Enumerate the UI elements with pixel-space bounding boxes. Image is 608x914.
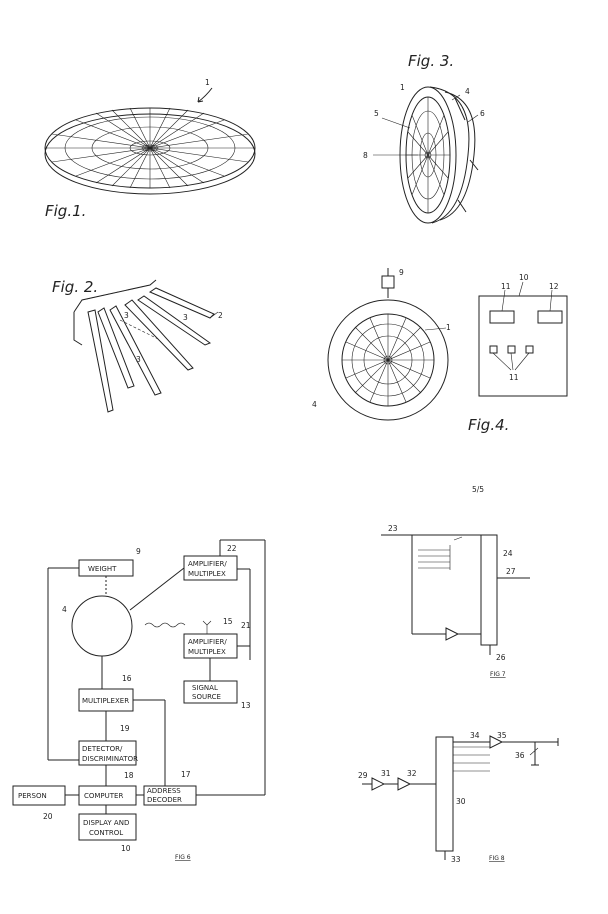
fig7-drawing: [381, 534, 530, 655]
fig6-ref-21: 21: [241, 621, 251, 630]
fig2-ref-3a: 3: [124, 311, 129, 320]
fig4-ref-11b: 11: [509, 373, 519, 382]
fig2-drawing: [73, 279, 219, 413]
fig6-ref-17: 17: [181, 770, 191, 779]
fig6-display-line2: CONTROL: [89, 829, 123, 837]
fig6-ref-16: 16: [122, 674, 132, 683]
fig6-signal-line2: SOURCE: [192, 693, 221, 701]
fig3-ref-8: 8: [363, 151, 368, 160]
fig8-ref-36: 36: [515, 751, 525, 760]
fig6-weight-block: WEIGHT: [88, 565, 117, 573]
fig3-ref-6: 6: [480, 109, 485, 118]
fig3-drawing: [373, 86, 479, 224]
fig6-ref-18: 18: [124, 771, 134, 780]
fig4-ref-11: 11: [501, 282, 511, 291]
fig4-ref-9: 9: [399, 268, 404, 277]
fig1-caption: Fig.1.: [45, 202, 86, 220]
fig6-address-line1: ADDRESS: [147, 787, 181, 795]
fig6-detector-line1: DETECTOR/: [82, 745, 123, 753]
fig4-ref-10: 10: [519, 273, 529, 282]
fig8-drawing: [362, 735, 559, 860]
fig4-ref-1: 1: [446, 323, 451, 332]
fig6-ref-20: 20: [43, 812, 53, 821]
fig6-caption: FIG 6: [175, 854, 191, 861]
fig8-ref-30: 30: [456, 797, 466, 806]
fig8-ref-33: 33: [451, 855, 461, 864]
fig3-ref-4: 4: [465, 87, 470, 96]
fig4-drawing: [327, 268, 568, 421]
fig6-signal-line1: SIGNAL: [192, 684, 218, 692]
fig8-ref-29: 29: [358, 771, 368, 780]
fig6-ref-15: 15: [223, 617, 233, 626]
fig7-ref-23: 23: [388, 524, 398, 533]
fig8-ref-34: 34: [470, 731, 480, 740]
fig6-ref-13: 13: [241, 701, 251, 710]
fig6-ref-19: 19: [120, 724, 130, 733]
fig6-computer-block: COMPUTER: [84, 792, 123, 800]
fig6-ref-4: 4: [62, 605, 67, 614]
fig6-amp2-line1: AMPLIFIER/: [188, 638, 227, 646]
fig6-display-line1: DISPLAY AND: [83, 819, 129, 827]
fig6-detector-line2: DISCRIMINATOR: [82, 755, 138, 763]
fig2-ref-2: 2: [218, 311, 223, 320]
fig4-ref-4: 4: [312, 400, 317, 409]
fig6-ref-9: 9: [136, 547, 141, 556]
fig6-amp1-line1: AMPLIFIER/: [188, 560, 227, 568]
fig7-ref-24: 24: [503, 549, 513, 558]
fig2-ref-3b: 3: [183, 313, 188, 322]
fig6-person-block: PERSON: [18, 792, 47, 800]
fig7-ref-26: 26: [496, 653, 506, 662]
fig6-amp2-line2: MULTIPLEX: [188, 648, 226, 656]
fig7-ref-27: 27: [506, 567, 516, 576]
fig6-amp1-line2: MULTIPLEX: [188, 570, 226, 578]
fig7-caption: FIG 7: [490, 671, 506, 678]
fig3-caption: Fig. 3.: [408, 52, 454, 70]
fig3-ref-1: 1: [400, 83, 405, 92]
fig1-ref-1: 1: [205, 78, 210, 87]
fig2-ref-3c: 3: [136, 355, 141, 364]
fig8-caption: FIG 8: [489, 855, 505, 862]
fig6-ref-10: 10: [121, 844, 131, 853]
fig2-caption: Fig. 2.: [52, 278, 98, 296]
sheet-number: 5/5: [472, 485, 484, 494]
fig6-drawing: [12, 539, 266, 841]
fig4-ref-12: 12: [549, 282, 559, 291]
fig8-ref-35: 35: [497, 731, 507, 740]
fig8-ref-31: 31: [381, 769, 391, 778]
fig8-ref-32: 32: [407, 769, 417, 778]
fig1-drawing: [44, 87, 256, 195]
fig6-address-line2: DECODER: [147, 796, 182, 804]
fig6-ref-22: 22: [227, 544, 237, 553]
fig6-multiplexer-block: MULTIPLEXER: [82, 697, 129, 705]
fig3-ref-5: 5: [374, 109, 379, 118]
fig4-caption: Fig.4.: [468, 416, 509, 434]
